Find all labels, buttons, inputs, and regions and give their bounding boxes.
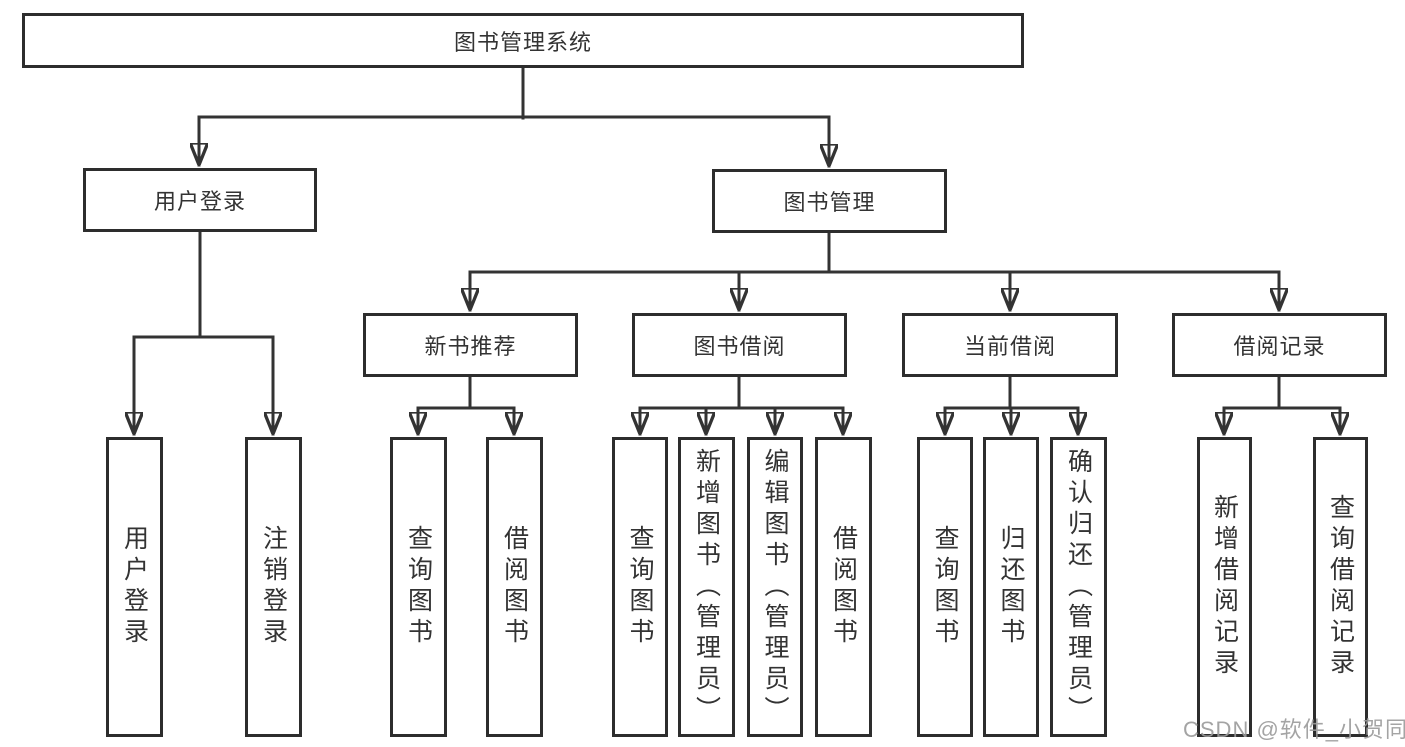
csdn-watermark: CSDN @软件_小贺同学: [1183, 717, 1405, 742]
node-user-login: 用户登录: [83, 168, 317, 232]
leaf-return-book: 归还图书: [983, 437, 1039, 737]
node-borrow-record: 借阅记录: [1172, 313, 1387, 377]
node-root: 图书管理系统: [22, 13, 1024, 68]
node-book-borrow: 图书借阅: [632, 313, 847, 377]
leaf-newrec-query-book: 查询图书: [390, 437, 447, 737]
leaf-newrec-borrow-book: 借阅图书: [486, 437, 543, 737]
leaf-edit-book-admin: 编辑图书（管理员）: [747, 437, 803, 737]
leaf-borrow-borrow-book: 借阅图书: [815, 437, 872, 737]
leaf-query-borrow-record: 查询借阅记录: [1313, 437, 1368, 737]
leaf-add-borrow-record: 新增借阅记录: [1197, 437, 1252, 737]
leaf-logout: 注销登录: [245, 437, 302, 737]
leaf-user-login: 用户登录: [106, 437, 163, 737]
leaf-borrow-query-book: 查询图书: [612, 437, 668, 737]
node-current-borrow: 当前借阅: [902, 313, 1118, 377]
leaf-current-query-book: 查询图书: [917, 437, 973, 737]
leaf-confirm-return-admin: 确认归还（管理员）: [1050, 437, 1107, 737]
leaf-add-book-admin: 新增图书（管理员）: [678, 437, 735, 737]
node-book-management: 图书管理: [712, 169, 947, 233]
node-new-book-recommend: 新书推荐: [363, 313, 578, 377]
